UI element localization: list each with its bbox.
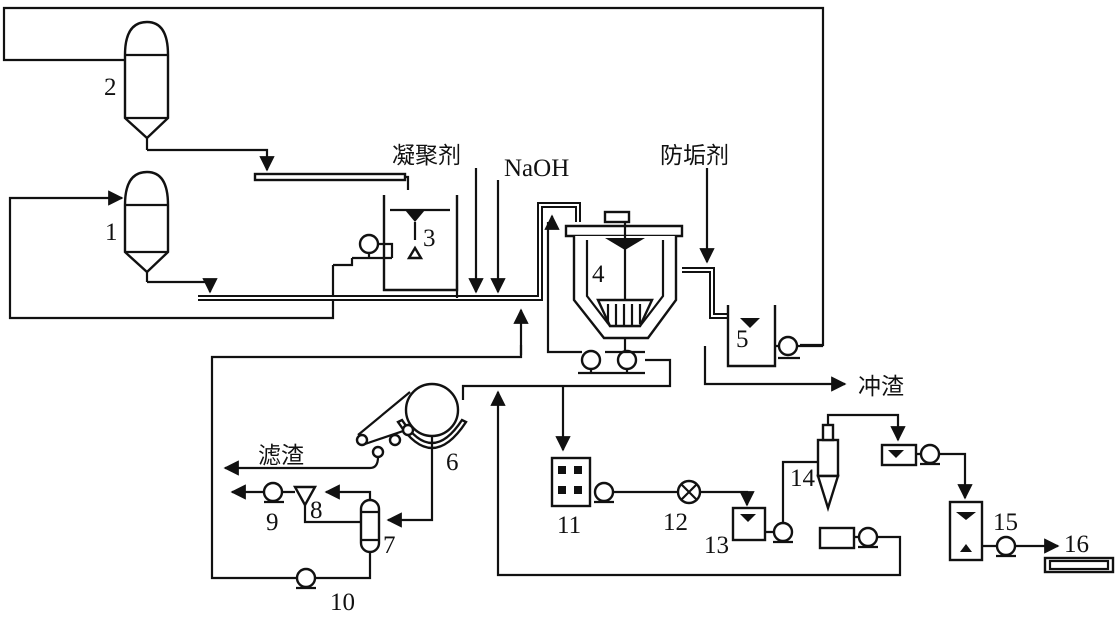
unit-label-1: 1 <box>105 219 118 246</box>
pumps-clarifier-underflow <box>500 222 672 388</box>
tank-15 <box>948 500 1058 560</box>
pump-10 <box>210 345 523 590</box>
tank-14c <box>498 392 902 577</box>
label-slag-flush: 冲渣 <box>858 374 904 400</box>
unit-label-5: 5 <box>736 326 749 353</box>
tank-1 <box>123 170 170 282</box>
unit-label-16: 16 <box>1064 531 1089 558</box>
pump-tank3 <box>333 233 394 267</box>
line-header-to-tank3 <box>405 175 410 190</box>
unit-label-13: 13 <box>704 532 729 559</box>
line-tank1-outlet <box>147 278 218 294</box>
tank-14b <box>880 443 965 498</box>
unit-label-4: 4 <box>592 261 605 288</box>
unit-label-7: 7 <box>383 532 396 559</box>
unit-label-10: 10 <box>330 589 355 616</box>
unit-label-8: 8 <box>310 497 323 524</box>
unit-16 <box>1043 556 1115 574</box>
hydrocyclone-14 <box>816 413 906 513</box>
label-filter-residue: 滤渣 <box>258 443 304 469</box>
label-flocculant: 凝聚剂 <box>392 143 461 169</box>
return-from-11 <box>461 384 500 400</box>
unit-label-9: 9 <box>266 509 279 536</box>
pump-9 <box>230 481 295 504</box>
tank-13 <box>731 460 818 544</box>
clarifier-4 <box>564 210 684 352</box>
line-tank2-outlet <box>147 148 275 172</box>
upper-header-pipe <box>253 172 407 182</box>
line-12-to-13 <box>700 490 755 507</box>
label-naoh: NaOH <box>504 155 569 182</box>
unit-label-15: 15 <box>993 509 1018 536</box>
drum-filter-6 <box>355 382 468 470</box>
unit-11 <box>550 456 615 508</box>
valve-12 <box>676 479 702 505</box>
unit-label-2: 2 <box>104 74 117 101</box>
slag-flush-line <box>703 346 847 392</box>
unit-label-12: 12 <box>663 509 688 536</box>
unit-label-3: 3 <box>423 225 436 252</box>
column-7 <box>316 484 381 580</box>
tank-5 <box>726 305 823 368</box>
drum-to-7-line <box>386 436 434 528</box>
label-antiscalant: 防垢剂 <box>660 143 729 169</box>
tank-2 <box>123 20 170 150</box>
tank-3 <box>382 195 459 292</box>
separator-8 <box>292 485 361 524</box>
unit-label-6: 6 <box>446 449 459 476</box>
unit-label-14: 14 <box>790 465 816 492</box>
overflow-line <box>682 267 732 319</box>
unit-label-11: 11 <box>557 512 581 539</box>
